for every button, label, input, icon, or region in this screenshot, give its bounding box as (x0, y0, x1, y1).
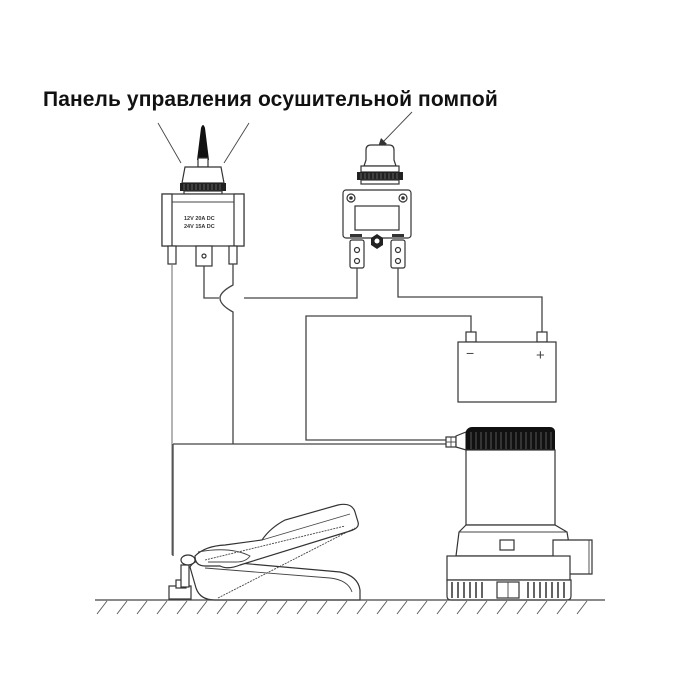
battery-negative-terminal (465, 331, 477, 343)
wiring (171, 264, 543, 556)
switch-rating-line1: 12V 20A DC (184, 216, 215, 222)
bilge-pump (445, 427, 593, 601)
floor (95, 599, 605, 615)
switch-terminal-1 (167, 245, 177, 265)
battery-positive-terminal (536, 331, 548, 343)
battery-negative-symbol: − (466, 345, 474, 361)
battery: − + (457, 331, 557, 403)
switch-rating-line2: 24V 15A DC (184, 224, 215, 230)
diagram-title: Панель управления осушительной помпой (43, 88, 498, 111)
breaker-pointer-arrow (378, 111, 413, 147)
float-switch (168, 503, 361, 601)
switch-terminal-3 (228, 245, 238, 265)
switch-pointer-lines (157, 122, 250, 164)
circuit-breaker (342, 144, 412, 269)
battery-positive-symbol: + (536, 347, 545, 364)
toggle-switch: 12V 20A DC 24V 15A DC (161, 125, 245, 267)
